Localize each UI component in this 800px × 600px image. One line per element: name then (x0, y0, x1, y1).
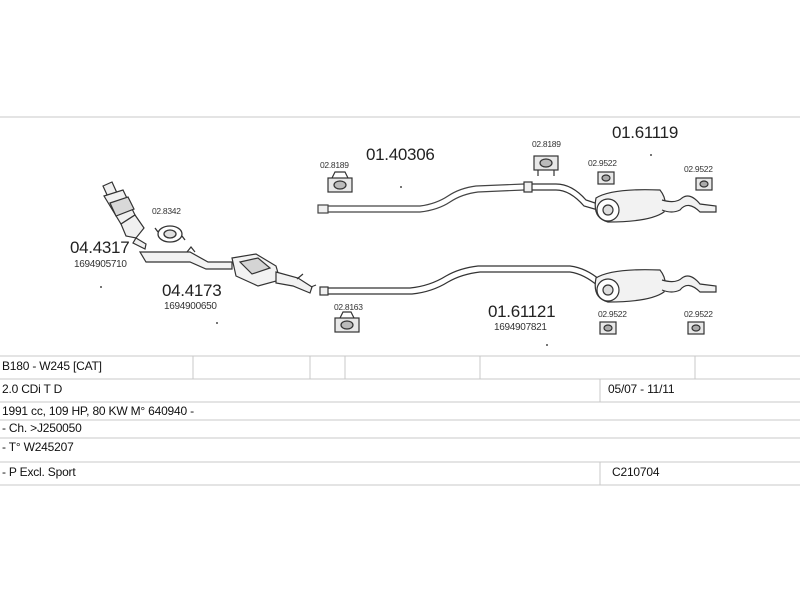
leader-dot (546, 344, 548, 346)
part-ref-0161121: 1694907821 (494, 322, 547, 333)
rubber-hanger-029522c (599, 321, 617, 335)
rear-muffler-0161119 (523, 181, 717, 223)
catalytic-converter-044173 (138, 246, 317, 294)
part-code-029522b: 02.9522 (684, 164, 713, 174)
leader-dot (100, 286, 102, 288)
part-code-0140306: 01.40306 (366, 145, 435, 164)
part-ref-044173: 1694900650 (164, 301, 217, 312)
part-code-0161119: 01.61119 (612, 123, 678, 142)
exhaust-pipe-muffler-0161121 (319, 265, 717, 303)
rubber-hanger-028189a (327, 171, 353, 193)
rubber-hanger-028189b (533, 155, 559, 176)
rubber-hanger-029522a (597, 171, 615, 185)
production-years: 05/07 - 11/11 (608, 382, 675, 396)
leader-dot (650, 154, 652, 156)
vehicle-model: B180 - W245 [CAT] (2, 359, 102, 373)
leader-dot (400, 186, 402, 188)
type-number: - T° W245207 (2, 440, 74, 454)
exclusion-note: - P Excl. Sport (2, 465, 76, 479)
part-code-028189a: 02.8189 (320, 160, 349, 170)
part-code-028189b: 02.8189 (532, 139, 561, 149)
table-grid (0, 355, 800, 486)
engine-type: 2.0 CDi T D (2, 382, 63, 396)
catalog-code: C210704 (612, 465, 660, 479)
clamp-028342 (154, 225, 186, 243)
part-code-044317: 04.4317 (70, 238, 130, 257)
engine-specs: 1991 cc, 109 HP, 80 KW M° 640940 - (2, 404, 194, 418)
rubber-hanger-028163 (334, 311, 360, 333)
rubber-hanger-029522d (687, 321, 705, 335)
part-code-028342: 02.8342 (152, 206, 181, 216)
leader-dot (216, 322, 218, 324)
part-code-029522d: 02.9522 (684, 309, 713, 319)
catalytic-converter-044317 (102, 181, 147, 250)
part-code-028163: 02.8163 (334, 302, 363, 312)
part-code-029522c: 02.9522 (598, 309, 627, 319)
middle-pipe-0140306 (317, 183, 525, 214)
part-code-029522a: 02.9522 (588, 158, 617, 168)
rubber-hanger-029522b (695, 177, 713, 191)
part-ref-044317: 1694905710 (74, 259, 127, 270)
part-code-044173: 04.4173 (162, 281, 222, 300)
chassis-number: - Ch. >J250050 (2, 421, 82, 435)
part-code-0161121: 01.61121 (488, 302, 556, 321)
